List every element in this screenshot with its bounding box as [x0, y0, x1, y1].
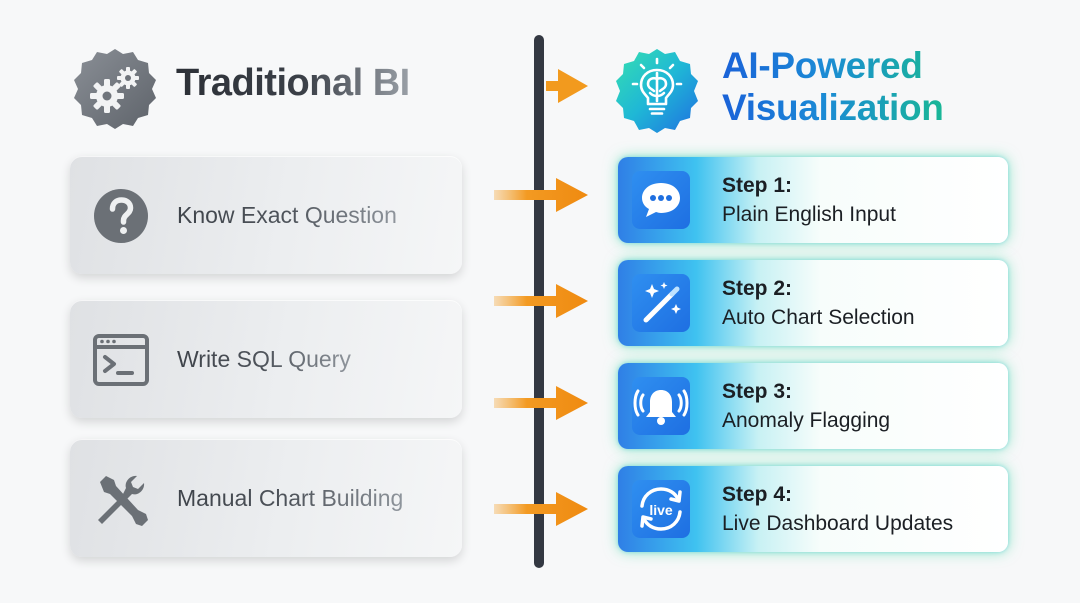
step-card-2: Step 2: Auto Chart Selection [618, 260, 1008, 346]
tools-icon [92, 470, 150, 528]
step-label: Auto Chart Selection [722, 306, 915, 329]
left-item-manual-chart: Manual Chart Building [70, 439, 462, 557]
live-refresh-icon: live [632, 480, 690, 538]
right-title-line1: AI-Powered [722, 45, 923, 86]
right-title: AI-Powered Visualization [722, 45, 944, 129]
left-title: Traditional BI [176, 62, 410, 104]
left-item-know-question: Know Exact Question [70, 156, 462, 274]
step-number: Step 1: [722, 174, 793, 197]
header-arrow-icon [546, 66, 590, 106]
lightbulb-brain-icon [612, 46, 702, 136]
step-label: Anomaly Flagging [722, 409, 891, 432]
step-card-3: Step 3: Anomaly Flagging [618, 363, 1008, 449]
alarm-bell-icon [632, 377, 690, 435]
left-item-label: Manual Chart Building [177, 439, 403, 557]
left-item-write-sql: Write SQL Query [70, 300, 462, 418]
arrow-icon [494, 175, 592, 215]
arrow-icon [494, 489, 592, 529]
magic-wand-icon [632, 274, 690, 332]
left-item-label: Write SQL Query [177, 300, 351, 418]
step-number: Step 3: [722, 380, 793, 403]
gears-icon [72, 46, 158, 132]
left-item-label: Know Exact Question [177, 156, 397, 274]
step-card-4: live Step 4: Live Dashboard Updates [618, 466, 1008, 552]
chat-bubble-icon [632, 171, 690, 229]
right-title-line2: Visualization [722, 87, 944, 128]
terminal-icon [92, 331, 150, 389]
step-number: Step 4: [722, 483, 793, 506]
question-icon [92, 187, 150, 245]
step-label: Live Dashboard Updates [722, 512, 954, 535]
step-number: Step 2: [722, 277, 793, 300]
arrow-icon [494, 281, 592, 321]
step-label: Plain English Input [722, 203, 896, 226]
arrow-icon [494, 383, 592, 423]
step-card-1: Step 1: Plain English Input [618, 157, 1008, 243]
svg-text:live: live [649, 502, 673, 518]
